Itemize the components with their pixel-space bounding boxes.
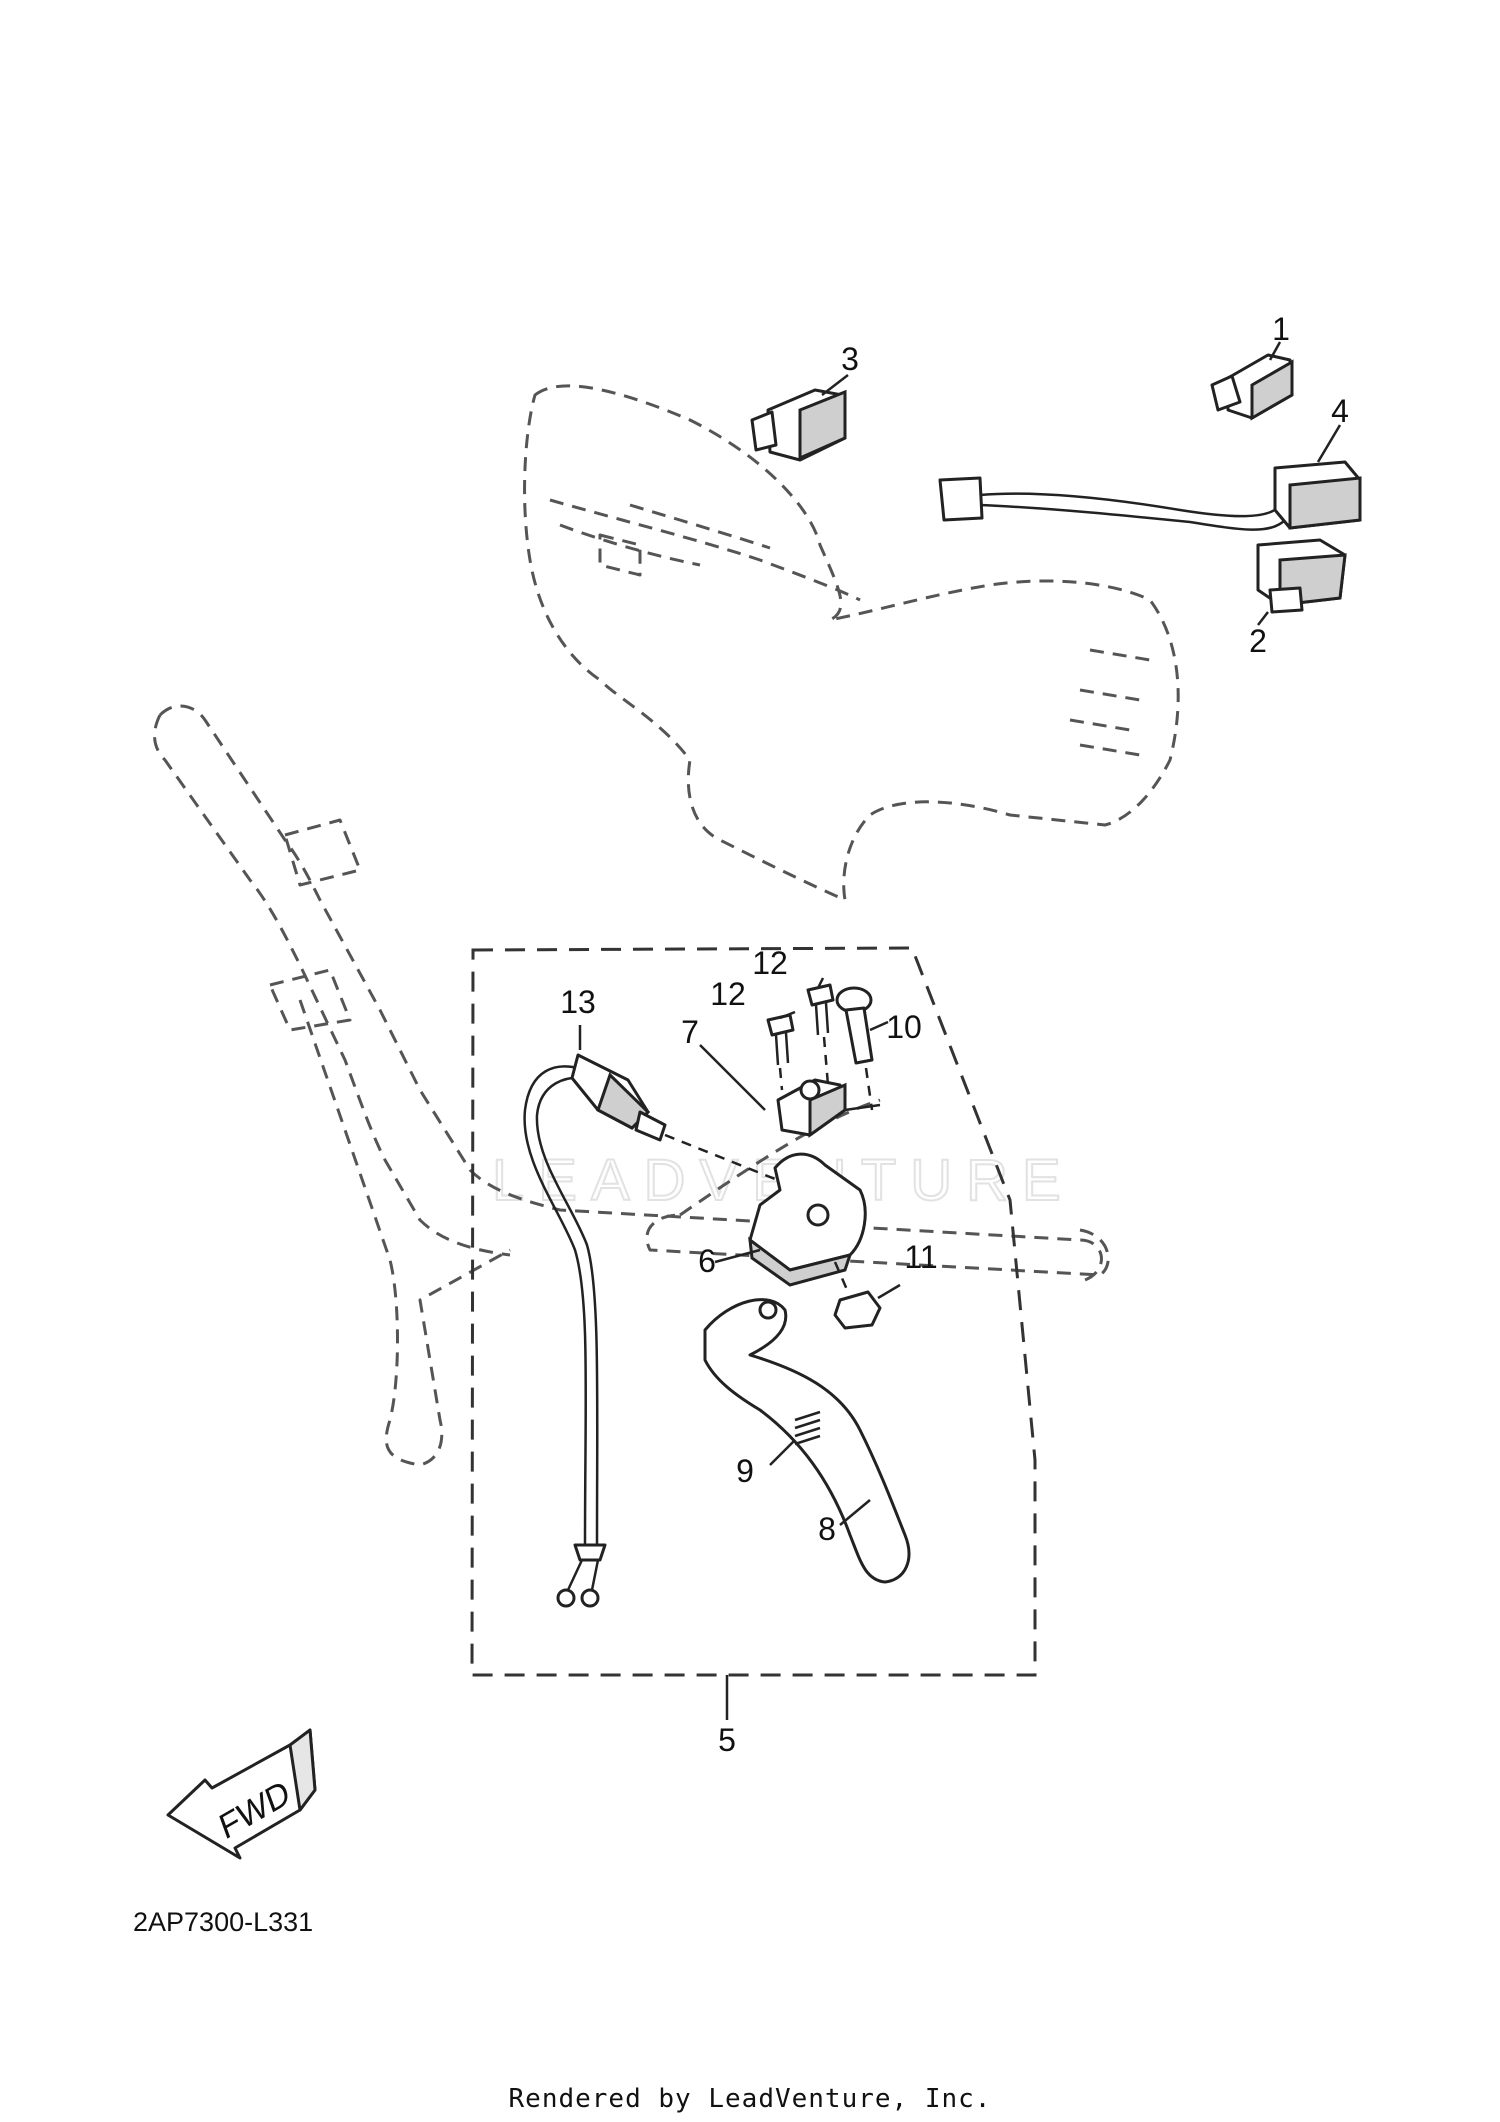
callout-13: 13 — [560, 984, 596, 1020]
callout-4: 4 — [1331, 393, 1349, 429]
part-1-switch — [1210, 341, 1294, 421]
part-6-lever-holder — [714, 1152, 867, 1287]
callout-3: 3 — [841, 341, 859, 377]
callout-6: 6 — [698, 1243, 716, 1279]
assembly-boundary — [470, 946, 1037, 1677]
callout-7: 7 — [681, 1014, 699, 1050]
callout-1: 1 — [1272, 311, 1290, 347]
part-9-spring — [769, 1410, 821, 1466]
part-11-nut — [833, 1261, 901, 1330]
callout-9: 9 — [736, 1453, 754, 1489]
callout-2: 2 — [1249, 623, 1267, 659]
forward-direction-arrow: FWD — [166, 1728, 317, 1860]
part-12-screws — [766, 977, 835, 1091]
callout-12-lower: 12 — [710, 976, 746, 1012]
callout-8: 8 — [818, 1511, 836, 1547]
footer-credit: Rendered by LeadVenture, Inc. — [509, 2084, 992, 2114]
diagram-reference: 2AP7300-L331 — [133, 1907, 313, 1937]
callout-labels: 1 2 3 4 5 6 7 8 9 10 11 12 12 13 — [560, 311, 1349, 1758]
callout-5: 5 — [718, 1722, 736, 1758]
handlebar-outline — [153, 704, 1110, 1467]
callout-12-upper: 12 — [752, 945, 788, 981]
part-3-switch — [750, 374, 849, 462]
callout-11: 11 — [904, 1239, 937, 1275]
part-13-clutch-switch — [523, 1025, 791, 1608]
handlebar-cover-outline — [523, 384, 1180, 902]
part-7-clamp — [699, 1044, 881, 1138]
part-4-wire-harness — [938, 424, 1362, 531]
part-2-connector — [1256, 538, 1347, 626]
callout-10: 10 — [886, 1009, 922, 1045]
part-10-bolt — [835, 986, 889, 1111]
